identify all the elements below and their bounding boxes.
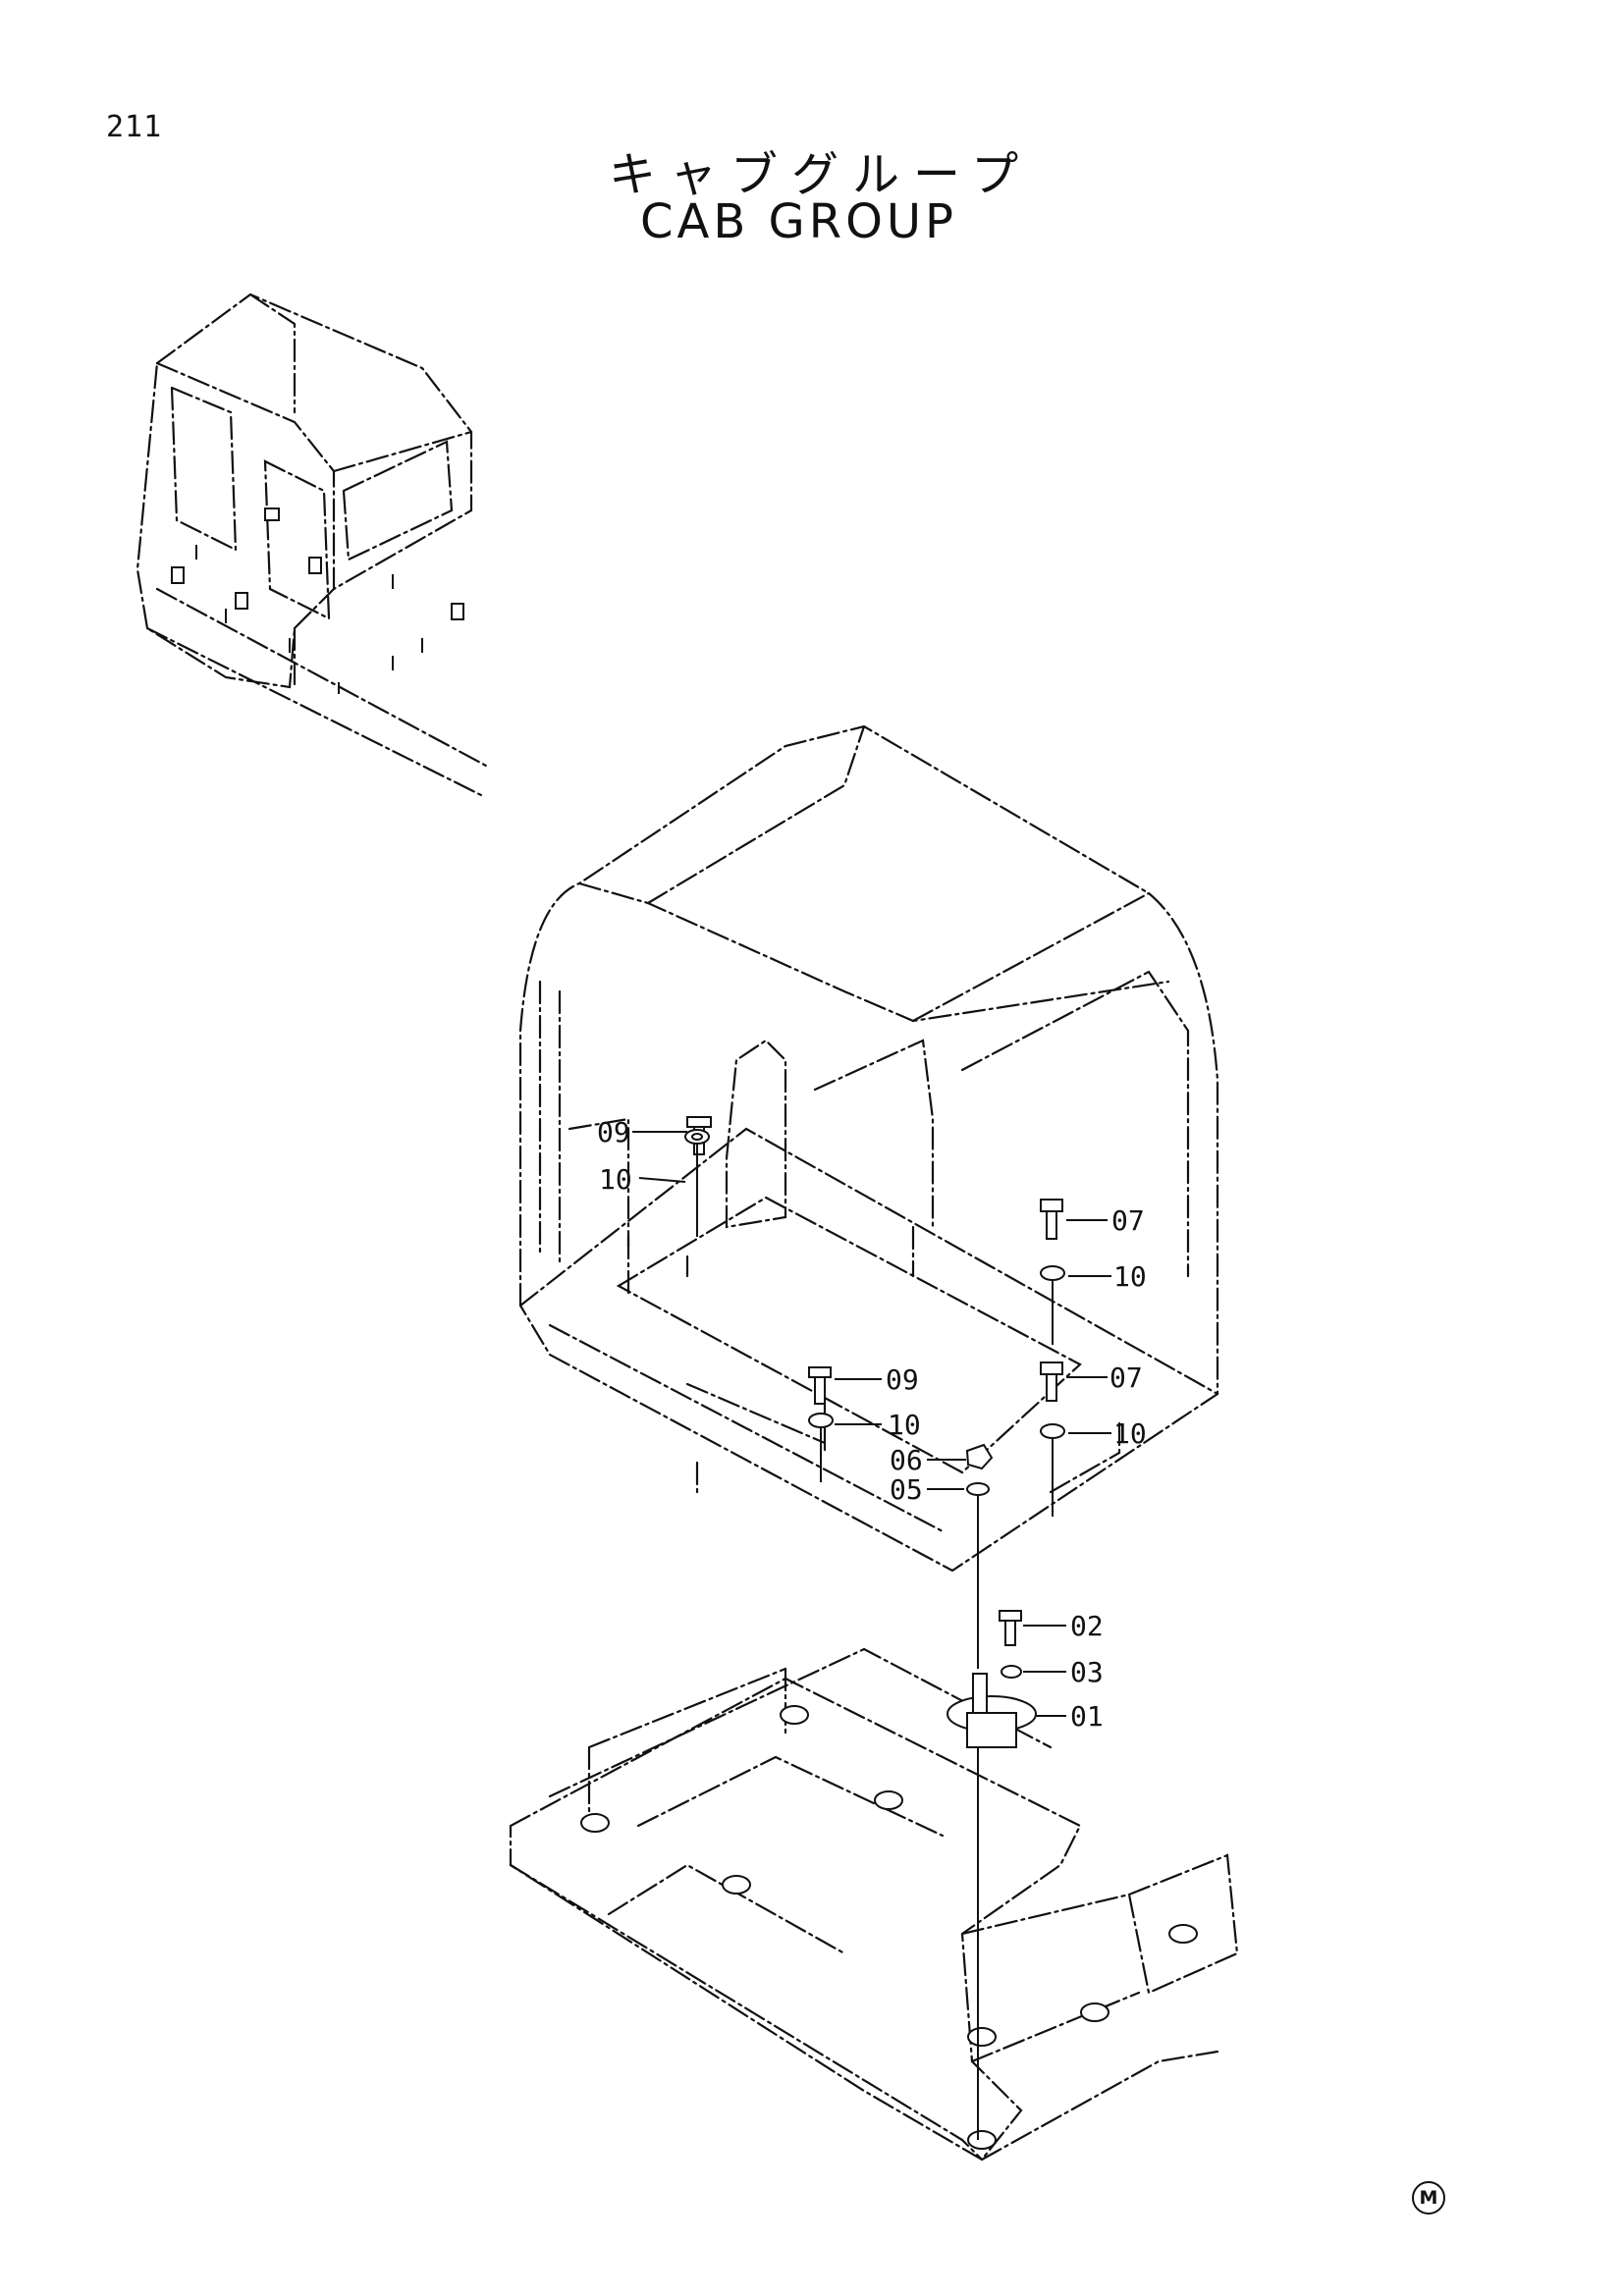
callout-03: 03 [1070,1656,1104,1688]
callout-07: 07 [1111,1204,1145,1237]
callout-06: 06 [890,1444,923,1476]
corner-mark: M [1412,2181,1445,2215]
page-number: 211 [106,110,163,144]
reference-cab-view [135,293,488,797]
callout-10: 10 [599,1163,632,1196]
page-title: CAB GROUP [640,194,957,249]
callout-10: 10 [888,1409,921,1441]
page-title-japanese: キャブグループ [609,147,1033,202]
cab-fasteners [684,1116,1065,2140]
callout-10: 10 [1113,1260,1147,1293]
callout-09: 09 [597,1116,630,1148]
callout-02: 02 [1070,1610,1104,1642]
frame-plate [509,1647,1239,2162]
callout-07: 07 [1109,1362,1143,1394]
callout-10: 10 [1113,1417,1147,1450]
callout-01: 01 [1070,1700,1104,1733]
reference-cab-fasteners [171,507,464,694]
main-cab-body [518,724,1219,1573]
frame-mount-sockets [580,1705,1198,2150]
callout-05: 05 [890,1473,923,1506]
leader-lines [632,1131,1111,1717]
callout-09: 09 [886,1363,919,1396]
